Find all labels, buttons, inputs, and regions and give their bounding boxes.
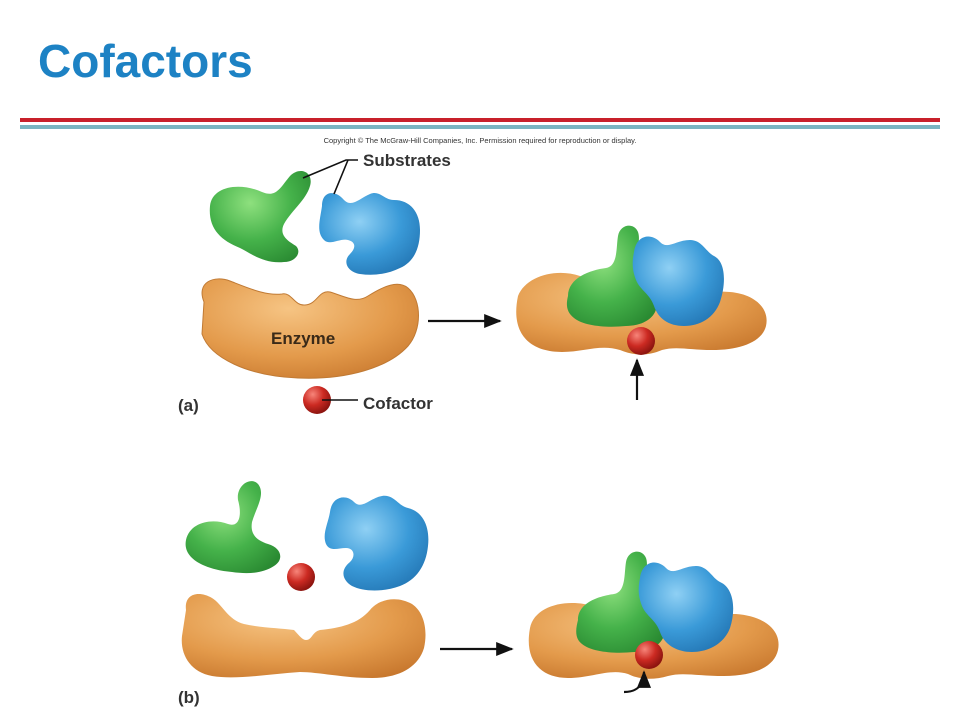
enzyme-b-shape [181,594,426,678]
panel-b: (b) [178,481,779,707]
enzyme-complex-a [516,225,767,355]
panel-a: Substrates Enzyme Cofactor (a) [178,151,767,415]
substrate-green-b [185,481,281,574]
title-rule-red [20,118,940,122]
cofactor-a-bound [627,327,655,355]
label-cofactor: Cofactor [363,394,433,413]
copyright-notice: Copyright © The McGraw-Hill Companies, I… [323,136,637,145]
title-rule-teal [20,125,940,129]
cofactor-a [303,386,331,414]
cofactor-b-bound [635,641,663,669]
substrate-blue-b-bound [638,562,734,652]
substrate-blue-a [319,193,420,275]
slide-title: Cofactors [38,35,253,87]
cofactor-b [287,563,315,591]
label-substrates: Substrates [363,151,451,170]
enzyme-complex-b [528,551,779,679]
label-enzyme: Enzyme [271,329,335,348]
label-panel-a: (a) [178,396,199,415]
substrate-blue-b [324,495,429,591]
substrate-blue-a-bound [632,236,724,326]
substrate-green-a [209,171,311,263]
substrates-leader-line [302,159,358,179]
substrates-leader-line-2 [333,159,349,195]
cofactor-pointer-arrow-b [623,670,652,694]
enzyme-a-shape [201,278,419,379]
label-panel-b: (b) [178,688,200,707]
